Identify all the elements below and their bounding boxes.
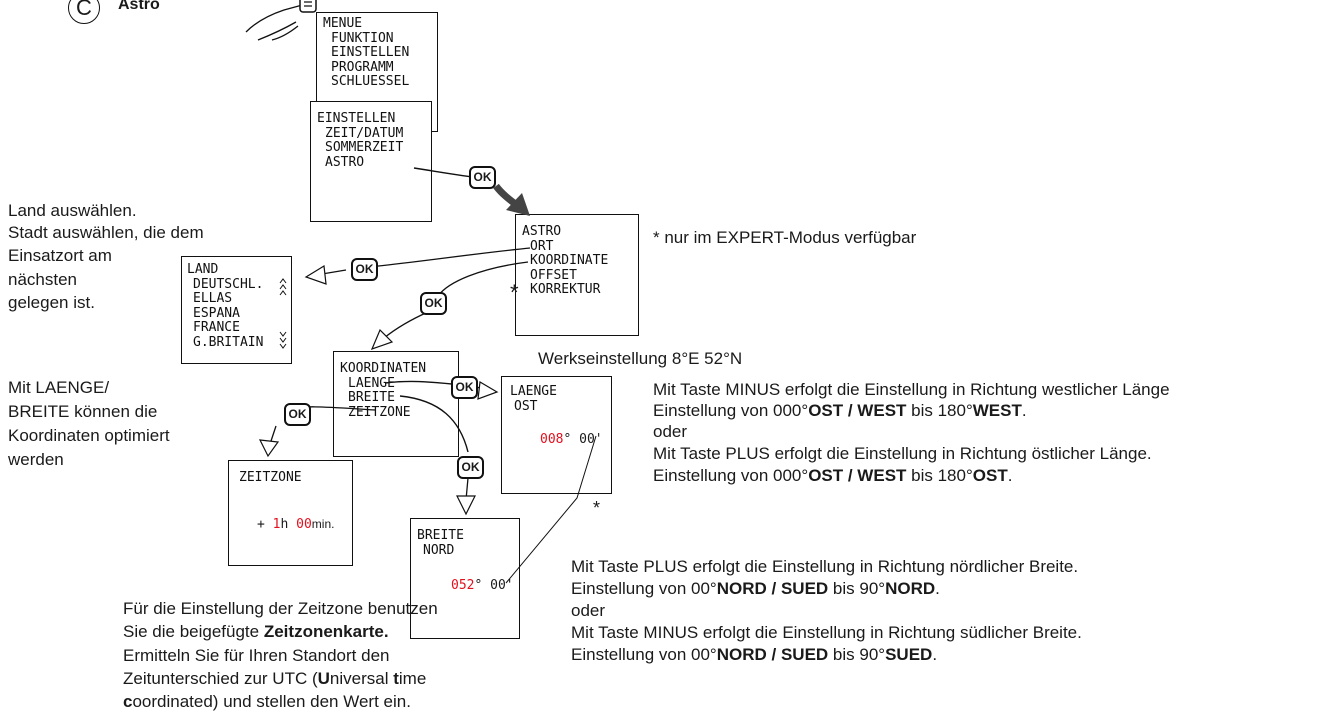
land-item-espana[interactable]: ESPANA [193,305,240,321]
land-item-gbritain[interactable]: G.BRITAIN [193,334,264,350]
ok-button-laenge[interactable]: OK [451,376,478,399]
zeitzone-min-unit: min. [311,517,335,531]
breite-min-unit: ' [505,578,514,593]
koord-note-4: werden [8,450,64,469]
breite-note-3: oder [571,601,606,620]
menu-item-offset[interactable]: OFFSET [530,267,577,283]
land-note-5: gelegen ist. [8,293,95,312]
menu-item-funktion[interactable]: FUNKTION [331,30,394,46]
laenge-screen: LAENGE OST 008° 00' [501,376,612,494]
tz-note-3: Ermitteln Sie für Ihren Standort den [123,646,390,665]
laenge-degrees[interactable]: 008 [540,432,564,447]
zeitzone-minutes[interactable]: 00 [296,517,312,532]
breite-note-5: Einstellung von 00°NORD / SUED bis 90°SU… [571,645,938,664]
land-item-ellas[interactable]: ELLAS [193,291,233,306]
scroll-up-icon [279,278,287,296]
land-note-2: Stadt auswählen, die dem [8,223,204,242]
breite-title: BREITE [417,528,464,543]
expert-asterisk: * [510,280,519,305]
land-note-1: Land auswählen. [8,201,137,220]
breite-direction: NORD [423,542,455,558]
breite-degrees[interactable]: 052 [451,578,475,593]
menu-item-korrektur[interactable]: KORREKTUR [530,282,601,297]
zeitzone-title: ZEITZONE [239,470,302,485]
astro-title: ASTRO [522,224,562,239]
hand-pointer-icon [245,0,317,41]
menu-item-sommerzeit[interactable]: SOMMERZEIT [325,140,404,155]
koord-note-2: BREITE können die [8,402,158,421]
laenge-minutes[interactable]: 00 [579,432,595,447]
menu-item-breite[interactable]: BREITE [348,390,395,405]
koordinaten-menu-screen: KOORDINATEN LAENGE BREITE ZEITZONE [333,351,459,457]
menu-item-schluessel[interactable]: SCHLUESSEL [331,74,410,89]
menu-item-koordinate[interactable]: KOORDINATE [530,253,609,268]
land-item-deutschl[interactable]: DEUTSCHL. [193,276,264,292]
menu-item-zeitzone[interactable]: ZEITZONE [348,404,411,420]
expert-note: * nur im EXPERT-Modus verfügbar [653,228,917,247]
breite-note-4: Mit Taste MINUS erfolgt die Einstellung … [571,623,1082,642]
laenge-deg-unit: ° [563,432,572,447]
koord-note-3: Koordinaten optimiert [8,426,170,445]
laenge-note-2: Einstellung von 000°OST / WEST bis 180°W… [653,401,1027,420]
breite-screen: BREITE NORD 052° 00' [410,518,520,639]
laenge-title: LAENGE [510,384,557,399]
tz-note-4: Zeitunterschied zur UTC (Universal time [123,669,427,688]
zeitzone-screen: ZEITZONE + 1h 00min. [228,460,353,566]
zeitzone-sign: + [257,517,265,532]
land-item-france[interactable]: FRANCE [193,320,240,335]
breite-note-1: Mit Taste PLUS erfolgt die Einstellung i… [571,557,1079,576]
astro-menu-screen: ASTRO ORT KOORDINATE OFFSET KORREKTUR [515,214,639,336]
menu-item-ort[interactable]: ORT [530,238,554,254]
tz-note-2: Sie die beigefügte Zeitzonenkarte. [123,622,389,641]
tz-note-1: Für die Einstellung der Zeitzone benutze… [123,599,438,618]
section-title: Astro [118,0,160,13]
ok-button-zeitzone[interactable]: OK [284,403,311,426]
ok-button-koordinate[interactable]: OK [420,292,447,315]
laenge-min-unit: ' [594,432,603,447]
land-menu-screen: LAND DEUTSCHL. ELLAS ESPANA FRANCE G.BRI… [181,256,292,364]
menu-item-laenge[interactable]: LAENGE [348,375,395,391]
land-title: LAND [187,262,219,277]
ok-button-astro[interactable]: OK [469,166,496,189]
einstellen-title: EINSTELLEN [317,111,396,126]
koord-note-1: Mit LAENGE/ [8,378,110,397]
koordinaten-title: KOORDINATEN [340,361,427,376]
land-note-4: nächsten [8,270,77,289]
ok-button-ort[interactable]: OK [351,258,378,281]
menu-item-zeit-datum[interactable]: ZEIT/DATUM [325,125,404,141]
zeitzone-h-unit: h [280,517,289,532]
menu-item-programm[interactable]: PROGRAMM [331,59,394,75]
breite-note-2: Einstellung von 00°NORD / SUED bis 90°NO… [571,579,940,598]
breite-minutes[interactable]: 00 [490,578,506,593]
ok-button-breite[interactable]: OK [457,456,484,479]
laenge-note-4: Mit Taste PLUS erfolgt die Einstellung i… [653,444,1152,463]
einstellen-menu-screen: EINSTELLEN ZEIT/DATUM SOMMERZEIT ASTRO [310,101,432,222]
laenge-note-1: Mit Taste MINUS erfolgt die Einstellung … [653,380,1170,399]
value-asterisk: * [593,498,601,518]
werkseinstellung-note: Werkseinstellung 8°E 52°N [538,349,743,368]
laenge-note-5: Einstellung von 000°OST / WEST bis 180°O… [653,466,1013,485]
menu-item-einstellen[interactable]: EINSTELLEN [331,45,410,60]
menu-title: MENUE [323,16,363,31]
zeitzone-hours[interactable]: 1 [272,517,281,532]
menu-item-astro[interactable]: ASTRO [325,154,365,170]
laenge-note-3: oder [653,422,688,441]
laenge-direction: OST [514,398,538,414]
breite-deg-unit: ° [474,578,483,593]
land-note-3: Einsatzort am [8,246,112,265]
scroll-down-icon [279,331,287,349]
tz-note-5: coordinated) und stellen den Wert ein. [123,692,411,711]
